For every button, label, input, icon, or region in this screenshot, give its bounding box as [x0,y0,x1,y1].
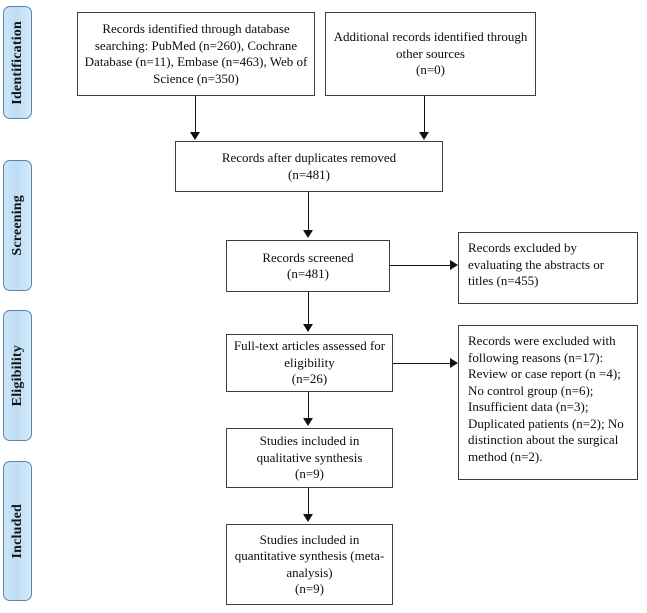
box-duplicates-removed: Records after duplicates removed (n=481) [175,141,443,192]
box-quantitative-synthesis-text: Studies included in quantitative synthes… [234,531,385,597]
box-records-excluded-text: Records excluded by evaluating the abstr… [468,240,605,288]
connector-fulltext-to-qualitative [308,392,309,420]
stage-label-identification: Identification [9,20,25,105]
arrowhead-screened-to-excluded [450,260,458,270]
arrowhead-fulltext-to-qualitative [303,418,313,426]
box-fulltext-excluded: Records were excluded with following rea… [458,325,638,480]
connector-fulltext-to-excluded [393,363,452,364]
box-database-search: Records identified through database sear… [77,12,315,96]
connector-other-to-duplicates [424,96,425,135]
arrowhead-other-to-duplicates [419,132,429,140]
connector-qualitative-to-quantitative [308,488,309,516]
box-records-screened: Records screened (n=481) [226,240,390,292]
connector-duplicates-to-screened [308,192,309,232]
arrowhead-database-to-duplicates [190,132,200,140]
stage-label-included: Included [9,503,25,559]
connector-screened-to-excluded [390,265,452,266]
connector-database-to-duplicates [195,96,196,135]
box-quantitative-synthesis: Studies included in quantitative synthes… [226,524,393,605]
box-fulltext-excluded-text: Records were excluded with following rea… [468,333,624,464]
box-duplicates-removed-text: Records after duplicates removed (n=481) [221,150,397,182]
arrowhead-duplicates-to-screened [303,230,313,238]
stage-tab-included: Included [3,461,32,601]
arrowhead-fulltext-to-excluded [450,358,458,368]
stage-tab-identification: Identification [3,6,32,119]
box-qualitative-synthesis: Studies included in qualitative synthesi… [226,428,393,488]
stage-label-screening: Screening [9,195,25,256]
arrowhead-screened-to-fulltext [303,324,313,332]
box-database-search-text: Records identified through database sear… [84,21,308,86]
stage-tab-screening: Screening [3,160,32,291]
stage-tab-eligibility: Eligibility [3,310,32,441]
box-other-sources: Additional records identified through ot… [325,12,536,96]
box-fulltext-assessed-text: Full-text articles assessed for eligibil… [233,338,386,387]
box-other-sources-text: Additional records identified through ot… [333,29,528,78]
stage-label-eligibility: Eligibility [9,344,25,407]
box-fulltext-assessed: Full-text articles assessed for eligibil… [226,334,393,392]
box-records-excluded: Records excluded by evaluating the abstr… [458,232,638,304]
box-qualitative-synthesis-text: Studies included in qualitative synthesi… [256,433,363,482]
box-records-screened-text: Records screened (n=481) [262,249,354,282]
connector-screened-to-fulltext [308,292,309,326]
arrowhead-qualitative-to-quantitative [303,514,313,522]
